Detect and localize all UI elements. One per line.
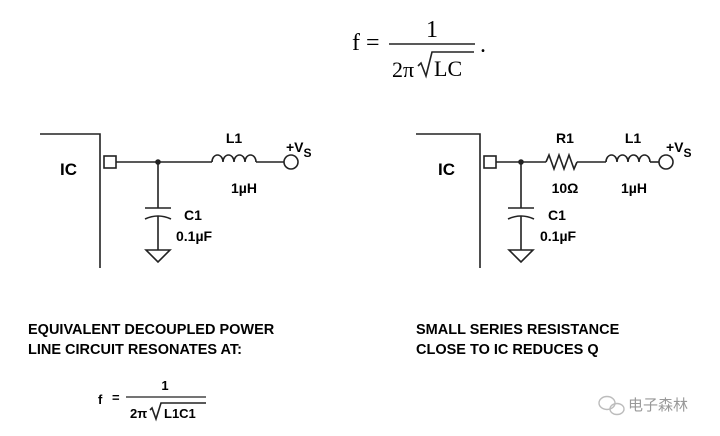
left-capacitor-name: C1 [184,207,202,223]
top-formula-numerator: 1 [426,17,438,43]
right-inductor-value: 1µH [621,180,647,196]
left-supply-terminal [283,154,299,170]
right-capacitor-value: 0.1µF [540,228,577,244]
left-circuit: IC L1 1µH +VS C1 0.1µF [40,130,312,268]
left-ground-symbol [144,249,172,264]
right-resistor-name: R1 [556,130,574,146]
right-caption-line2: CLOSE TO IC REDUCES Q [416,342,599,358]
wechat-icon [598,395,625,416]
left-inductor-value: 1µH [231,180,257,196]
bottom-formula-radical-sign [149,402,206,422]
top-formula-lhs: f [352,30,360,56]
right-capacitor-name: C1 [548,207,566,223]
bottom-formula-numerator: 1 [161,378,168,393]
right-resistor-r1 [545,152,578,172]
right-caption: SMALL SERIES RESISTANCE CLOSE TO IC REDU… [416,322,620,358]
right-caption-line1: SMALL SERIES RESISTANCE [416,322,620,338]
bottom-formula: f = 1 2π L1C1 [98,378,206,422]
bottom-formula-lhs: f [98,392,103,407]
left-supply-label: +VS [286,139,312,160]
right-supply-sub: S [684,146,692,160]
right-supply-terminal [658,154,674,170]
right-supply-label: +VS [666,139,692,160]
left-supply-prefix: +V [286,139,304,155]
bottom-formula-radicand: L1C1 [164,406,196,421]
left-caption-line1: EQUIVALENT DECOUPLED POWER [28,322,275,338]
right-ground-symbol [507,249,535,264]
right-ic-label: IC [438,160,455,179]
left-caption: EQUIVALENT DECOUPLED POWER LINE CIRCUIT … [28,322,275,358]
right-ic-pin [483,155,497,169]
left-inductor-name: L1 [226,130,243,146]
left-ic-pin [103,155,117,169]
bottom-formula-equals: = [112,390,120,405]
left-inductor-l1 [211,154,257,163]
watermark: 电子森林 [598,395,688,416]
left-supply-sub: S [304,146,312,160]
right-ic-body [416,133,481,268]
right-resistor-value: 10Ω [552,180,579,196]
right-inductor-l1 [605,154,651,163]
left-capacitor-value: 0.1µF [176,228,213,244]
top-formula-equals: = [366,30,380,56]
top-formula-radicand: LC [434,56,462,81]
watermark-text: 电子森林 [628,397,688,414]
top-formula-denominator-prefix: 2π [392,57,414,82]
bottom-formula-denominator-prefix: 2π [130,406,147,421]
top-formula-trailing: . [480,32,486,58]
right-inductor-name: L1 [625,130,642,146]
top-formula-radical-sign [417,51,474,79]
left-ic-label: IC [60,160,77,179]
right-supply-prefix: +V [666,139,684,155]
left-ic-body [40,133,101,268]
left-caption-line2: LINE CIRCUIT RESONATES AT: [28,342,242,358]
right-circuit: IC R1 10Ω L1 1µH +VS C1 0.1µF [416,130,692,268]
top-formula: f = 1 2π LC . [352,17,486,82]
